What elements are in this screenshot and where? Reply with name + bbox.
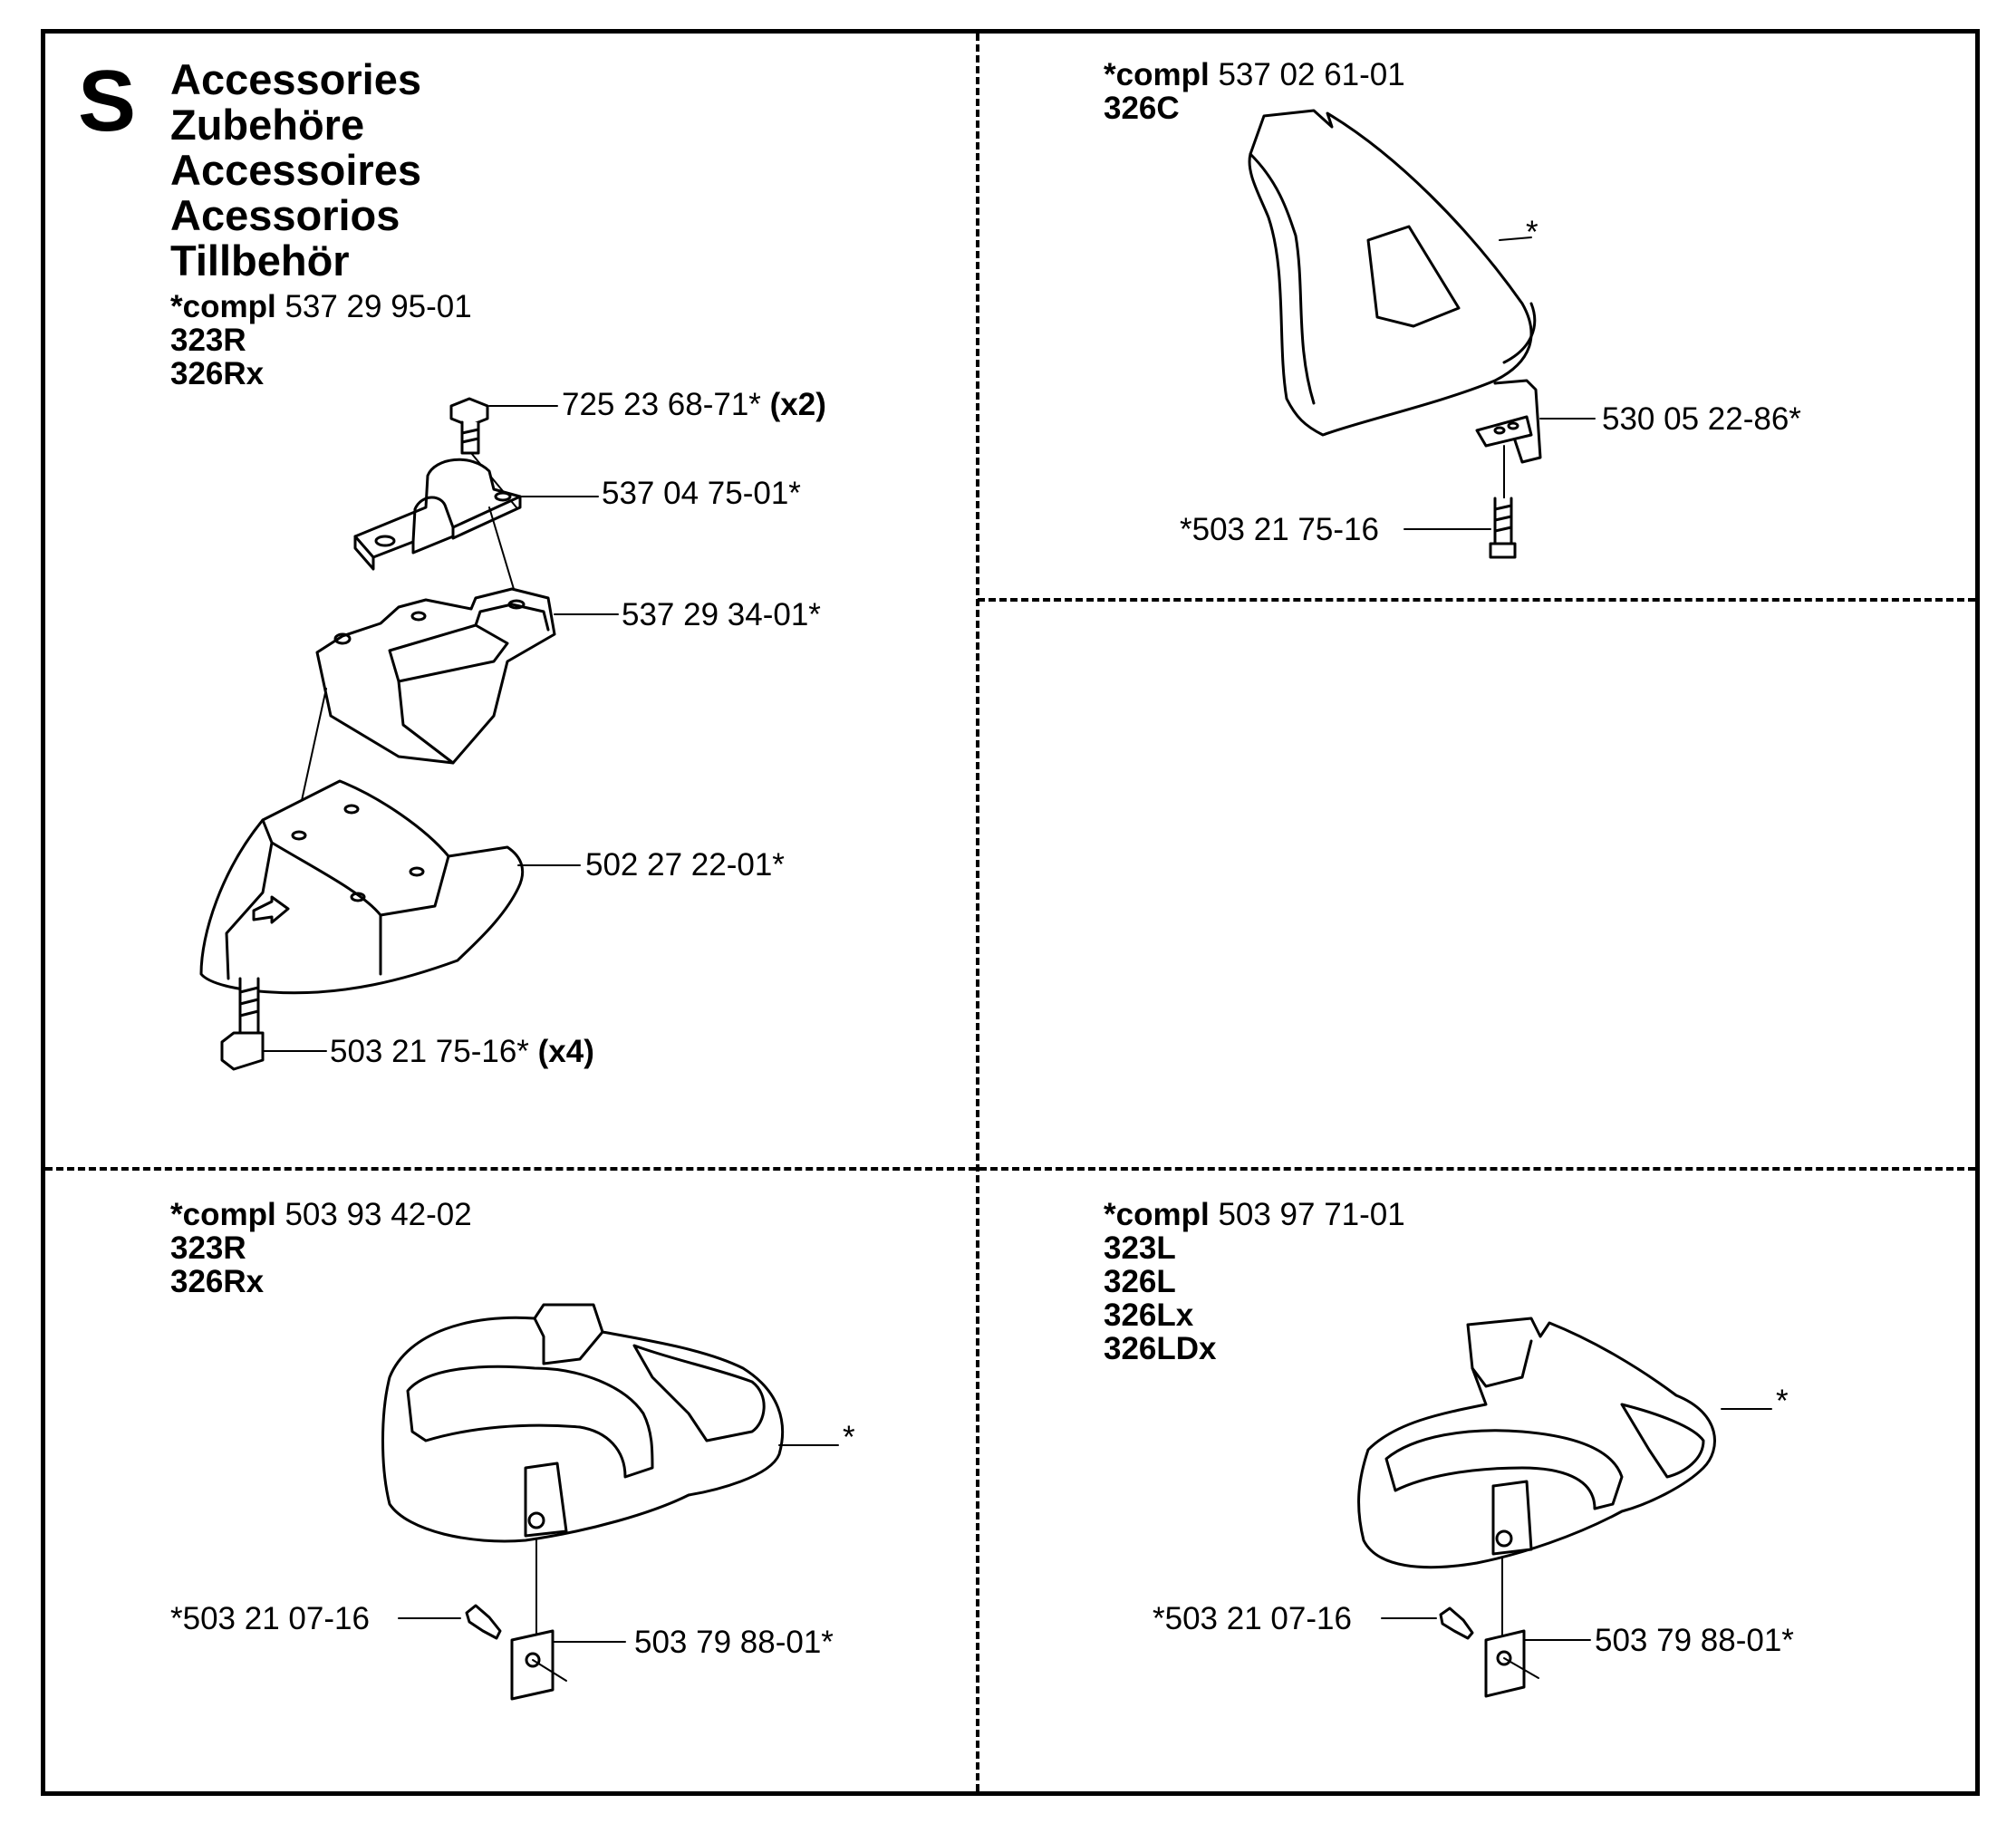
compl-block-top-left: *compl 537 29 95-01 323R 326Rx: [170, 290, 472, 391]
compl-number: 503 93 42-02: [285, 1197, 472, 1232]
compl-label: *compl: [1104, 57, 1210, 92]
guard-503-93-42-02-illustration: [381, 1303, 785, 1543]
vertical-divider: [976, 34, 979, 1791]
part-label: 502 27 22-01*: [585, 847, 785, 883]
model: 326Rx: [170, 1264, 265, 1299]
clamp-537-04-75-01-illustration: [353, 458, 522, 571]
guard-502-27-22-01-illustration: [199, 779, 525, 995]
plate-bottom-right-illustration: [1484, 1629, 1539, 1698]
screw-top-right-illustration: [1489, 497, 1517, 559]
part-label: 503 21 75-16* (x4): [330, 1034, 594, 1069]
title-de: Zubehöre: [170, 101, 365, 149]
model: 326Lx: [1104, 1298, 1194, 1333]
guard-503-97-71-01-illustration: [1357, 1317, 1716, 1569]
title-es: Acessorios: [170, 191, 400, 239]
part-label: *503 21 07-16: [1153, 1601, 1352, 1636]
bolt-725-23-68-71-illustration: [449, 397, 489, 455]
screw-bottom-right-illustration: [1439, 1606, 1474, 1640]
holder-537-29-34-01-illustration: [315, 587, 556, 765]
part-label: 530 05 22-86*: [1602, 401, 1801, 437]
section-titles: Accessories Zubehöre Accessoires Acessor…: [170, 57, 421, 284]
model: 326L: [1104, 1264, 1176, 1299]
title-sv: Tillbehör: [170, 236, 350, 285]
model: 326Rx: [170, 356, 265, 391]
compl-number: 537 29 95-01: [285, 289, 472, 324]
compl-block-bottom-left: *compl 503 93 42-02 323R 326Rx: [170, 1198, 472, 1298]
part-label: *: [1526, 215, 1539, 250]
model: 323R: [170, 323, 246, 358]
part-label: 537 04 75-01*: [602, 476, 801, 511]
compl-label: *compl: [170, 1197, 276, 1232]
compl-block-bottom-right: *compl 503 97 71-01 323L 326L 326Lx 326L…: [1104, 1198, 1405, 1365]
guard-537-02-61-01-illustration: [1248, 109, 1537, 437]
compl-label: *compl: [170, 289, 276, 324]
part-label: *: [843, 1420, 855, 1455]
part-label: 537 29 34-01*: [622, 597, 821, 632]
part-label: 725 23 68-71* (x2): [562, 387, 826, 422]
part-label: 503 79 88-01*: [634, 1625, 834, 1660]
page-frame: [41, 29, 1980, 1796]
title-fr: Accessoires: [170, 146, 421, 194]
compl-block-top-right: *compl 537 02 61-01 326C: [1104, 58, 1405, 125]
part-label: *503 21 75-16: [1180, 512, 1379, 547]
model: 326LDx: [1104, 1331, 1217, 1366]
screw-bottom-left-illustration: [465, 1604, 502, 1640]
part-label: 503 79 88-01*: [1595, 1623, 1794, 1658]
part-label: *503 21 07-16: [170, 1601, 370, 1636]
compl-number: 503 97 71-01: [1218, 1197, 1405, 1232]
plate-bottom-left-illustration: [510, 1629, 567, 1701]
screw-503-21-75-16-illustration: [220, 977, 265, 1071]
model: 323R: [170, 1230, 246, 1266]
compl-number: 537 02 61-01: [1218, 57, 1405, 92]
part-label: *: [1776, 1384, 1789, 1419]
title-en: Accessories: [170, 55, 421, 103]
section-letter: S: [78, 53, 137, 150]
bracket-530-05-22-86-illustration: [1475, 379, 1542, 464]
compl-label: *compl: [1104, 1197, 1210, 1232]
model: 326C: [1104, 91, 1180, 126]
horizontal-divider-top-right: [978, 598, 1975, 602]
model: 323L: [1104, 1230, 1176, 1266]
horizontal-divider-bottom: [45, 1167, 1975, 1171]
